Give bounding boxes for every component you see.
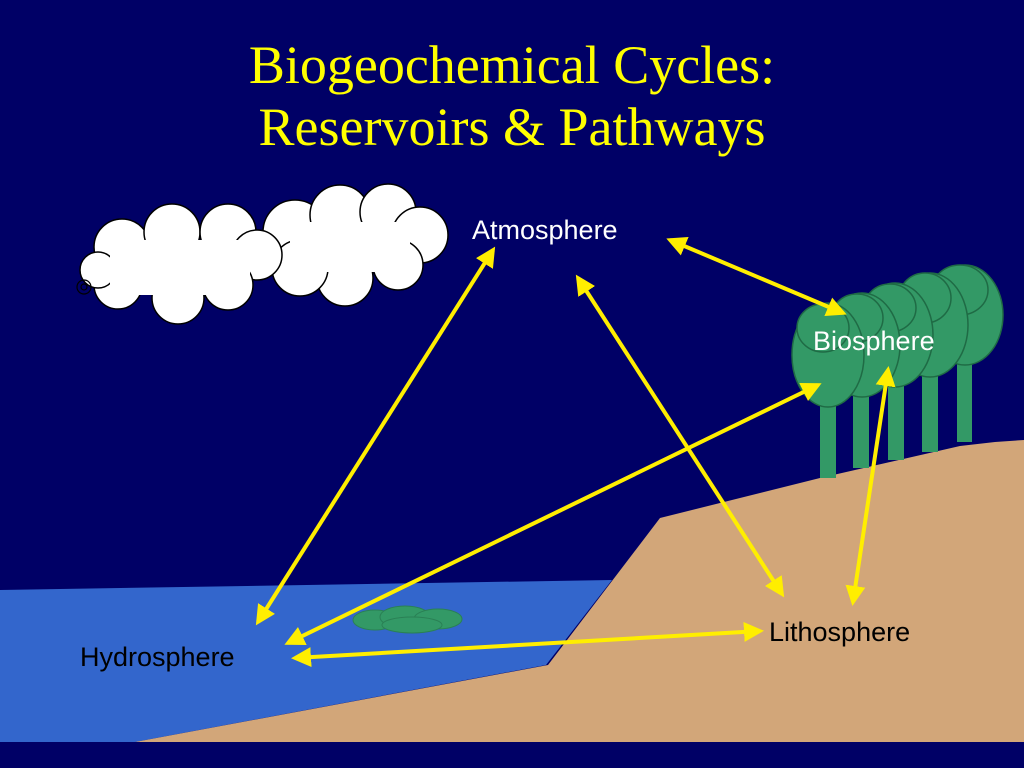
arrow-hydrosphere-biosphere: [284, 383, 822, 645]
tree-trunk: [922, 370, 938, 452]
title-line-1: Biogeochemical Cycles:: [248, 35, 776, 95]
arrow-atmosphere-biosphere: [666, 237, 847, 316]
label-atmosphere: Atmosphere: [472, 215, 618, 245]
title-line-2: Reservoirs & Pathways: [258, 97, 766, 157]
tree-trunk: [820, 398, 836, 478]
cloud-back: [262, 183, 449, 307]
arrow-atmosphere-hydrosphere: [255, 246, 496, 626]
tree-trunk: [957, 360, 972, 442]
bottom-strip: [0, 742, 1024, 768]
tree-trunk: [888, 380, 904, 460]
algae-mat: [352, 605, 463, 634]
arrow-hydrosphere-lithosphere: [291, 621, 764, 668]
label-hydrosphere: Hydrosphere: [80, 642, 235, 672]
label-biosphere: Biosphere: [813, 326, 935, 356]
slide-title: Biogeochemical Cycles: Reservoirs & Path…: [0, 34, 1024, 158]
cloud-wisp: [76, 279, 92, 295]
cloud-front: [79, 203, 283, 325]
label-lithosphere: Lithosphere: [769, 617, 911, 647]
arrow-biosphere-lithosphere: [845, 366, 896, 606]
tree-trunk: [853, 388, 869, 468]
pathway-arrows: [255, 237, 896, 668]
